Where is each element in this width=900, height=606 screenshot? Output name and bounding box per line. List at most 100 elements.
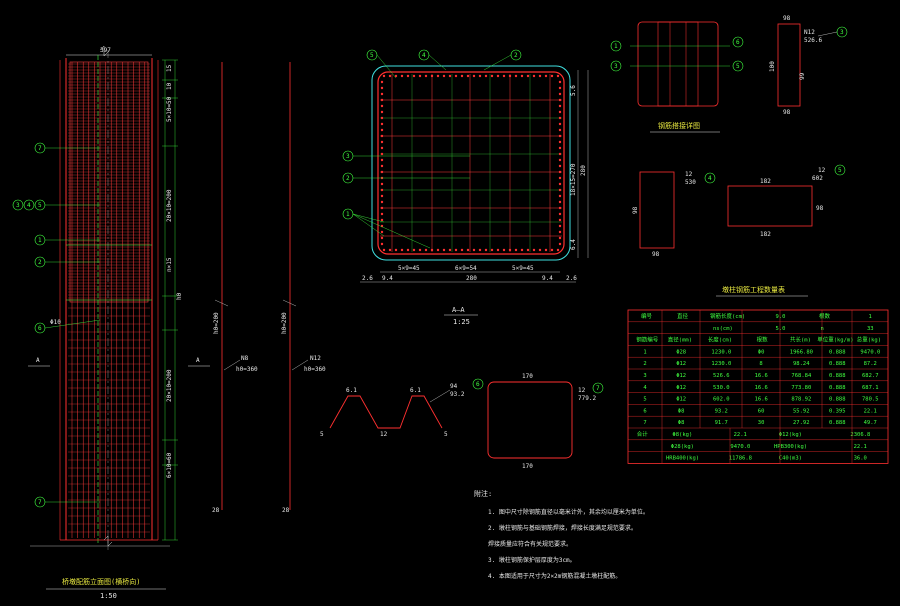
table-cell: 编号	[641, 312, 653, 320]
svg-text:98: 98	[783, 15, 791, 22]
sec-h3: 280	[580, 165, 587, 176]
table-cell: 直径(mm)	[668, 336, 692, 344]
svg-text:5: 5	[320, 431, 324, 438]
svg-text:4: 4	[27, 202, 31, 209]
dim-d2: 10	[166, 82, 173, 90]
table-cell: 4	[643, 385, 647, 391]
svg-text:602: 602	[812, 175, 823, 182]
svg-text:182: 182	[760, 178, 771, 185]
table-cell: 22.1	[864, 408, 877, 414]
table-cell: 22.1	[734, 432, 747, 438]
table-cell: 49.7	[864, 420, 877, 426]
svg-text:3: 3	[840, 29, 844, 36]
splice-detail-view: 1 3 6 5 钢筋搭接详图	[610, 21, 744, 133]
table-cell: 根数	[757, 336, 769, 344]
svg-text:526.6: 526.6	[804, 37, 822, 44]
section-mark-left: A	[36, 357, 40, 364]
table-cell: 93.2	[715, 408, 728, 414]
table-cell: 33	[867, 326, 874, 332]
table-cell: 合计	[637, 430, 649, 438]
table-cell: 687.1	[862, 385, 879, 391]
dim-d1: 15	[166, 64, 173, 72]
table-cell: 30	[758, 420, 765, 426]
bar-b-bottom: 28	[282, 507, 290, 514]
sec-w3: 9.4	[382, 275, 393, 282]
table-cell: HRB400(kg)	[666, 456, 699, 462]
table-cell: 91.7	[715, 420, 728, 426]
elevation-stirrups	[66, 63, 152, 533]
sec-callout-5: 5	[366, 49, 397, 79]
svg-text:7: 7	[596, 385, 600, 392]
table-cell: 8	[759, 361, 762, 367]
table-cell: Φ12	[676, 361, 686, 367]
note-line-4: 3. 墩柱钢筋保护层厚度为3cm。	[488, 556, 576, 564]
svg-text:5: 5	[38, 202, 42, 209]
elevation-dim-ticks	[162, 59, 178, 541]
note-line-2: 2. 墩柱钢筋与基础钢筋焊接，焊接长度满足规范要求。	[488, 524, 637, 532]
table-cell: 22.1	[854, 444, 867, 450]
svg-text:12: 12	[818, 167, 826, 174]
note-line-1: 1. 图中尺寸除钢筋直径以毫米计外，其余均以厘米为单位。	[488, 508, 649, 516]
svg-text:2: 2	[514, 52, 518, 59]
table-cell: 9470.0	[860, 349, 880, 355]
svg-text:3: 3	[346, 153, 350, 160]
table-cell: 9.0	[776, 314, 786, 320]
table-cell: 钢筋长度(cm)	[710, 312, 745, 320]
table-cell: 11786.8	[729, 456, 752, 462]
svg-text:530: 530	[685, 179, 696, 186]
table-cell: 0.888	[829, 373, 846, 379]
svg-text:99: 99	[799, 72, 806, 80]
table-cell: 共长(m)	[790, 336, 811, 344]
sec-h1: 5.6	[570, 85, 577, 96]
table-cell: 9470.0	[730, 444, 750, 450]
svg-text:98: 98	[783, 109, 791, 116]
table-cell: Φ12	[676, 385, 686, 391]
bar-b-dia: N12	[310, 355, 321, 362]
svg-text:779.2: 779.2	[578, 395, 596, 402]
table-cell: 0.888	[829, 349, 846, 355]
section-a-a-view: 2.6 9.4 280 9.4 2.6 5×9=45 6×9=54 5×9=45…	[342, 49, 589, 326]
table-cell: 2	[643, 361, 646, 367]
table-cell: Φ12	[676, 373, 686, 379]
svg-text:2: 2	[38, 259, 42, 266]
sec-s2: 6×9=54	[455, 265, 477, 272]
note-line-3: 焊接质量应符合有关规范要求。	[488, 540, 572, 548]
callout-7-top: 7	[34, 142, 100, 154]
sec-callout-1: 1	[342, 208, 431, 249]
table-cell: 1230.0	[711, 349, 731, 355]
table-cell: 0.888	[829, 361, 846, 367]
table-cell: Φ28	[676, 349, 686, 355]
table-cell: n	[821, 326, 824, 332]
notes-block: 附注: 1. 图中尺寸除钢筋直径以毫米计外，其余均以厘米为单位。 2. 墩柱钢筋…	[474, 489, 649, 580]
svg-text:98: 98	[816, 205, 824, 212]
section-rebar-dots	[380, 74, 562, 252]
table-cell: 36.0	[854, 456, 867, 462]
stirrup-shape-3: 12 602 5 182 182 98	[727, 164, 846, 238]
table-cell: 60	[758, 408, 765, 414]
table-cell: 根数	[819, 312, 831, 320]
table-cell: Φ28(kg)	[671, 444, 694, 450]
table-cell: 5	[643, 397, 646, 403]
zigzag-shape: 6.1 6.1 5 12 5 94 93.2 6	[320, 378, 484, 438]
splice-title: 钢筋搭接详图	[658, 121, 700, 130]
svg-text:6: 6	[476, 381, 480, 388]
svg-text:3: 3	[16, 202, 20, 209]
square-stirrup-shape: 170 12 779.2 170 7	[487, 373, 604, 470]
svg-text:100: 100	[769, 61, 776, 72]
svg-text:6: 6	[38, 325, 42, 332]
svg-text:4: 4	[708, 175, 712, 182]
sec-callout-2: 2	[483, 49, 522, 71]
dim-d8: 6×10=60	[166, 452, 173, 478]
notes-title: 附注:	[474, 489, 492, 498]
table-cell: 总重(kg)	[857, 336, 881, 344]
svg-text:93.2: 93.2	[450, 391, 465, 398]
table-cell: Φ0	[758, 349, 765, 355]
stirrup-shape-2: 12 530 4 98 98	[632, 171, 716, 258]
bar-a-h: h0=360	[236, 366, 258, 373]
table-cell: Φ12(kg)	[779, 432, 802, 438]
table-cell: 768.84	[791, 373, 812, 379]
sec-w7: 2.6	[566, 275, 577, 282]
svg-text:7: 7	[38, 145, 42, 152]
table-cell: 6	[643, 408, 646, 414]
